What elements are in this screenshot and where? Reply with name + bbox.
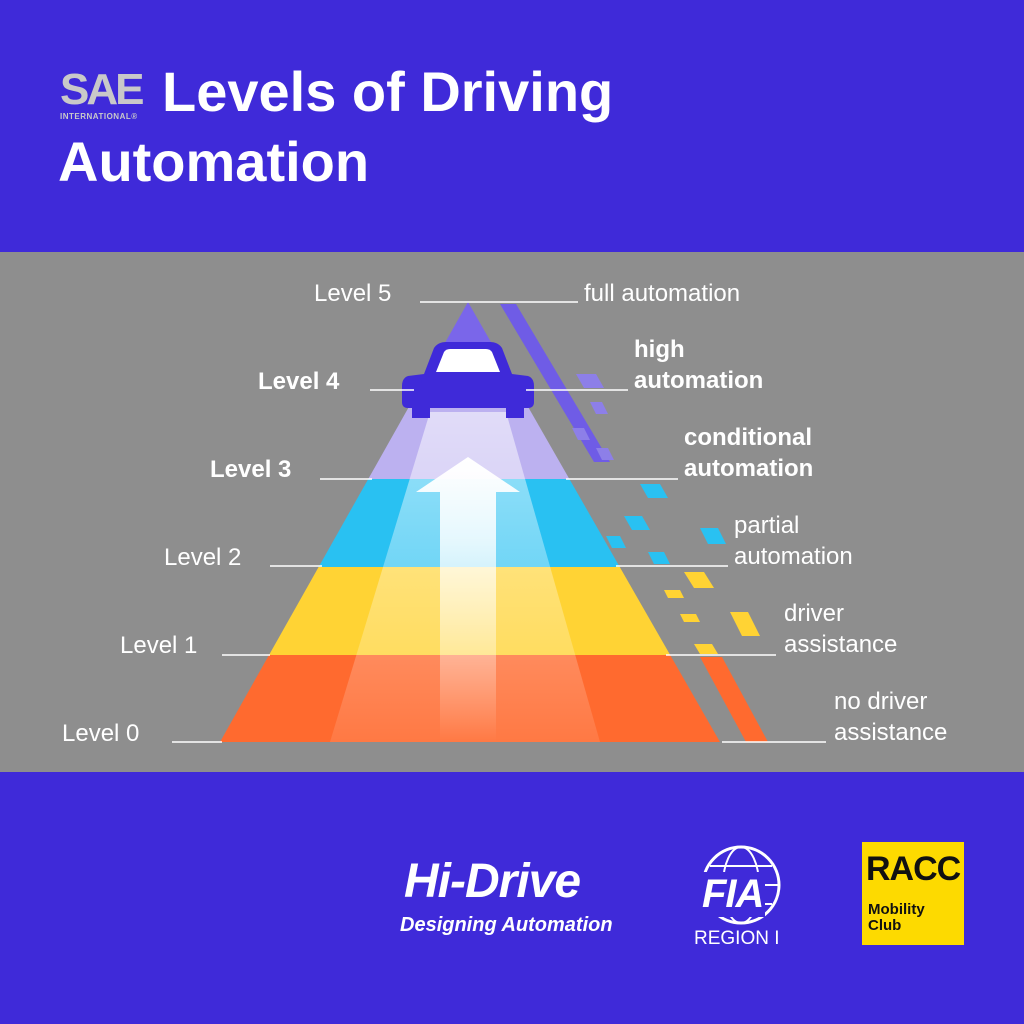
level-4-label: Level 4 [258,368,340,395]
level-3-description: conditional automation [684,424,814,482]
leader-lines [172,301,826,743]
fia-logo: FIA REGION I [682,844,800,954]
footer: Hi-Drive Designing Automation FIA REGION… [0,772,1024,1024]
level-0-label: Level 0 [62,720,140,747]
level-4-description: high automation [634,336,764,394]
fia-name: FIA [700,872,766,917]
level-1-description: driver assistance [784,600,898,658]
hidrive-tagline: Designing Automation [400,914,613,936]
sae-international-logo: SAE INTERNATIONAL® [60,68,150,124]
automation-levels-diagram: Level 0 Level 1 Level 2 Level 3 Level 4 … [0,252,1024,772]
header: SAE INTERNATIONAL® Levels of Driving Aut… [0,0,1024,252]
sae-logo-subtext: INTERNATIONAL® [60,112,138,121]
level-2-description: partial automation [734,512,853,570]
level-3-label: Level 3 [210,456,292,483]
car-icon [402,342,534,418]
level-5-description: full automation [584,280,741,307]
pyramid-graphic [172,301,826,743]
road-edge-stripe-0 [700,657,768,742]
hidrive-name: Hi-Drive [404,855,581,908]
road-edge-stripe-5 [500,304,610,462]
level-0-description: no driver assistance [834,688,948,746]
page-title-line-2: Automation [58,130,370,193]
racc-name: RACC [866,850,961,888]
racc-logo: RACC Mobility Club [862,842,964,945]
level-2-label: Level 2 [164,544,242,571]
level-5-label: Level 5 [314,280,392,307]
racc-subtitle-1: Mobility [868,901,925,918]
page-title-line-1: Levels of Driving [162,60,614,123]
up-arrow-icon [416,457,520,742]
fia-region: REGION I [694,928,780,949]
racc-subtitle-2: Club [868,917,902,934]
sae-logo-mark: SAE [60,65,145,114]
hidrive-logo: Hi-Drive Designing Automation [398,854,638,944]
level-1-label: Level 1 [120,632,198,659]
road-dashes [572,374,760,654]
